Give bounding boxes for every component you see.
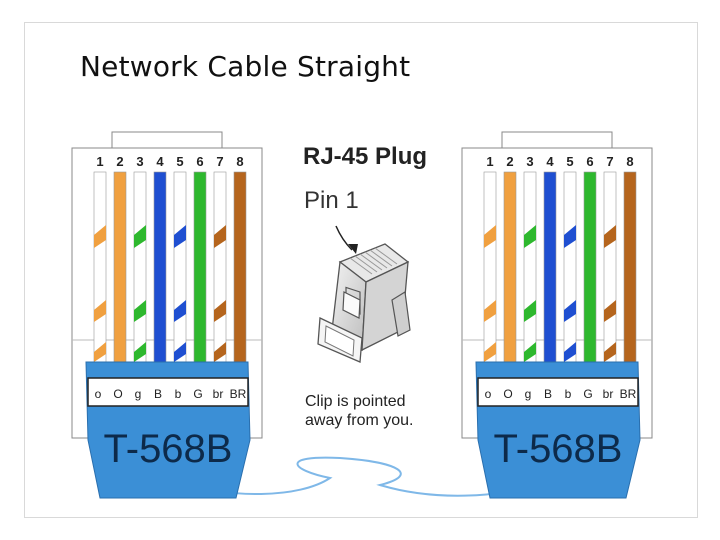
wire-6 — [193, 171, 207, 378]
wire-code-1: o — [485, 387, 492, 401]
wire-code-3: g — [525, 387, 532, 401]
latch-tab — [111, 131, 223, 149]
wire-2 — [113, 171, 127, 378]
standard-label: T-568B — [104, 427, 233, 471]
wire-3-stripe — [524, 342, 536, 362]
wire-code-8: BR — [230, 387, 247, 401]
wire-7-stripe — [214, 342, 226, 362]
cable-loop — [169, 456, 549, 497]
wire-1-stripe — [484, 225, 496, 248]
wire-2 — [503, 171, 517, 378]
pin-number-8: 8 — [626, 154, 633, 169]
wire-4 — [543, 171, 557, 378]
wire-5-stripe — [174, 300, 186, 322]
standard-label: T-568B — [494, 427, 623, 471]
wire-5-stripe — [174, 225, 186, 248]
wire-5-stripe — [564, 342, 576, 362]
wire-3-stripe — [524, 300, 536, 322]
clip-note: Clip is pointed away from you. — [305, 392, 455, 430]
wire-1-stripe — [484, 300, 496, 322]
pin-number-5: 5 — [566, 154, 573, 169]
wire-3-stripe — [134, 300, 146, 322]
wire-5-stripe — [564, 225, 576, 248]
clip-note-line-2: away from you. — [305, 412, 414, 429]
wire-code-1: o — [95, 387, 102, 401]
wire-code-2: O — [503, 387, 512, 401]
plug-heading: RJ-45 Plug — [303, 143, 428, 170]
clip-note-line-1: Clip is pointed — [305, 393, 406, 410]
pin-number-3: 3 — [526, 154, 533, 169]
latch-tab — [501, 131, 613, 149]
pin-number-5: 5 — [176, 154, 183, 169]
wire-code-2: O — [113, 387, 122, 401]
pin-number-1: 1 — [96, 154, 103, 169]
pin-number-4: 4 — [546, 154, 554, 169]
pin-number-2: 2 — [506, 154, 513, 169]
wire-code-box — [477, 377, 639, 407]
wire-1-stripe — [94, 342, 106, 362]
wire-code-6: G — [193, 387, 202, 401]
wire-8 — [623, 171, 637, 378]
wire-5-stripe — [564, 300, 576, 322]
wire-code-box — [87, 377, 249, 407]
page-title: Network Cable Straight — [80, 50, 411, 83]
wire-7-stripe — [604, 225, 616, 248]
wire-8 — [233, 171, 247, 378]
wire-4 — [153, 171, 167, 378]
pin-number-7: 7 — [216, 154, 223, 169]
wire-1-stripe — [484, 342, 496, 362]
wire-3-stripe — [134, 225, 146, 248]
wire-7-stripe — [214, 300, 226, 322]
wire-code-7: br — [213, 387, 224, 401]
wire-code-4: B — [154, 387, 162, 401]
pin-number-8: 8 — [236, 154, 243, 169]
pin-number-7: 7 — [606, 154, 613, 169]
wire-3-stripe — [134, 342, 146, 362]
wire-7-stripe — [604, 300, 616, 322]
pin-number-6: 6 — [196, 154, 203, 169]
pin-number-6: 6 — [586, 154, 593, 169]
wire-code-5: b — [175, 387, 182, 401]
wire-code-4: B — [544, 387, 552, 401]
wire-6 — [583, 171, 597, 378]
wire-7-stripe — [604, 342, 616, 362]
wire-1-stripe — [94, 225, 106, 248]
wire-code-3: g — [135, 387, 142, 401]
wire-code-5: b — [565, 387, 572, 401]
wire-code-7: br — [603, 387, 614, 401]
wire-3-stripe — [524, 225, 536, 248]
pin-number-3: 3 — [136, 154, 143, 169]
rj45-plug-icon — [317, 225, 411, 363]
pin-number-1: 1 — [486, 154, 493, 169]
wire-1-stripe — [94, 300, 106, 322]
wire-7-stripe — [214, 225, 226, 248]
wire-code-6: G — [583, 387, 592, 401]
pin-1-label: Pin 1 — [304, 187, 359, 214]
wire-code-8: BR — [620, 387, 637, 401]
wire-5-stripe — [174, 342, 186, 362]
pin-number-2: 2 — [116, 154, 123, 169]
pin-number-4: 4 — [156, 154, 164, 169]
